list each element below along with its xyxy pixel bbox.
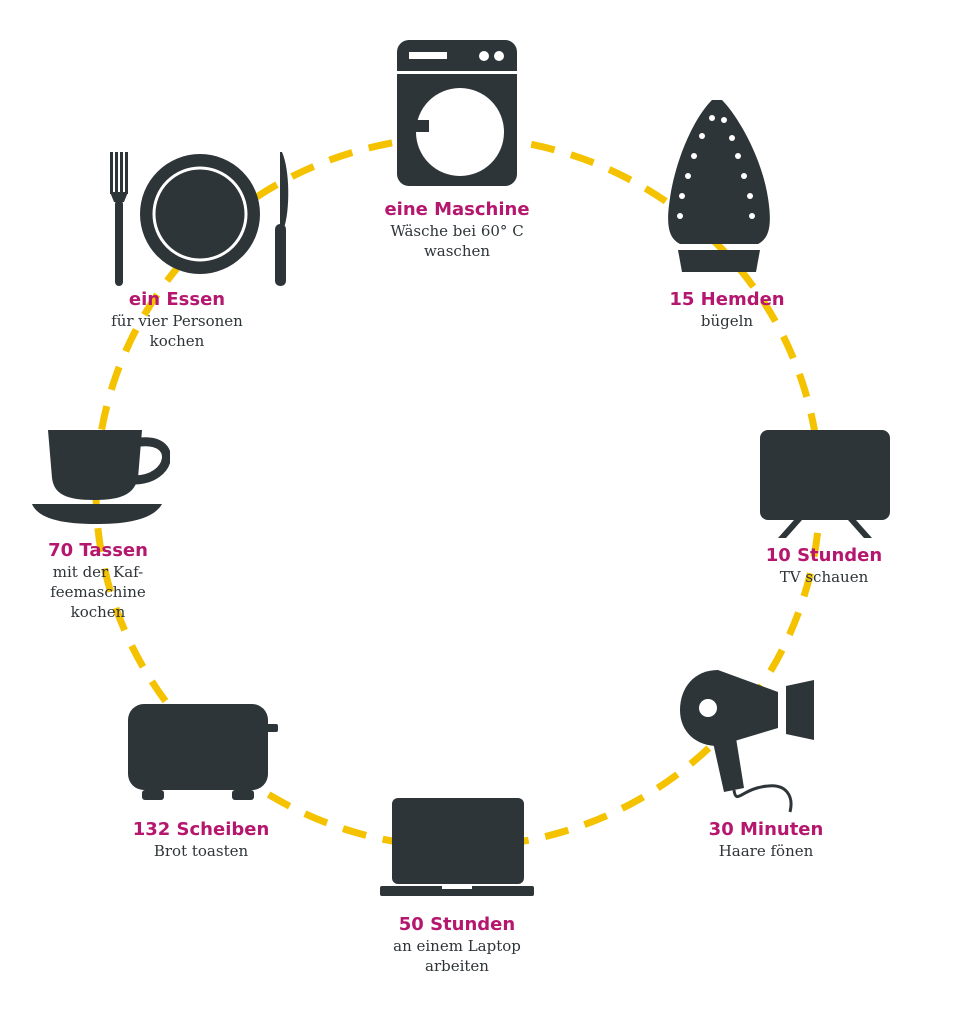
hairdryer-value: 30 Minuten — [708, 819, 824, 840]
tv-value: 10 Stunden — [765, 545, 883, 566]
iron-icon — [668, 100, 770, 272]
toaster-value: 132 Scheiben — [132, 819, 270, 840]
washing-machine-icon — [397, 40, 517, 186]
label-laptop: 50 Stunden an einem Laptop arbeiten — [337, 914, 577, 976]
tv-description: TV schauen — [779, 568, 869, 586]
toaster-description: Brot toasten — [153, 842, 249, 860]
plate-cutlery-icon — [110, 152, 289, 286]
laptop-description: an einem Laptop arbeiten — [393, 937, 521, 975]
meal-description: für vier Personen kochen — [111, 312, 243, 350]
meal-value: ein Essen — [128, 289, 226, 310]
hairdryer-description: Haare fönen — [718, 842, 814, 860]
laptop-icon — [380, 798, 534, 896]
label-coffee: 70 Tassen mit der Kaf- feemaschine koche… — [0, 540, 218, 622]
label-meal: ein Essen für vier Personen kochen — [57, 289, 297, 351]
coffee-cup-icon — [32, 430, 170, 524]
label-washing-machine: eine Maschine Wäsche bei 60° C waschen — [337, 199, 577, 261]
washing-machine-description: Wäsche bei 60° C waschen — [390, 222, 524, 260]
iron-description: bügeln — [700, 312, 754, 330]
toaster-icon — [128, 704, 278, 800]
laptop-value: 50 Stunden — [398, 914, 516, 935]
coffee-value: 70 Tassen — [48, 540, 148, 561]
iron-value: 15 Hemden — [669, 289, 785, 310]
label-hairdryer: 30 Minuten Haare fönen — [646, 819, 886, 861]
washing-machine-value: eine Maschine — [384, 199, 530, 220]
tv-icon — [760, 430, 890, 538]
label-toaster: 132 Scheiben Brot toasten — [81, 819, 321, 861]
hairdryer-icon — [680, 670, 814, 813]
label-tv: 10 Stunden TV schauen — [704, 545, 944, 587]
coffee-description: mit der Kaf- feemaschine kochen — [50, 563, 146, 621]
label-iron: 15 Hemden bügeln — [607, 289, 847, 331]
